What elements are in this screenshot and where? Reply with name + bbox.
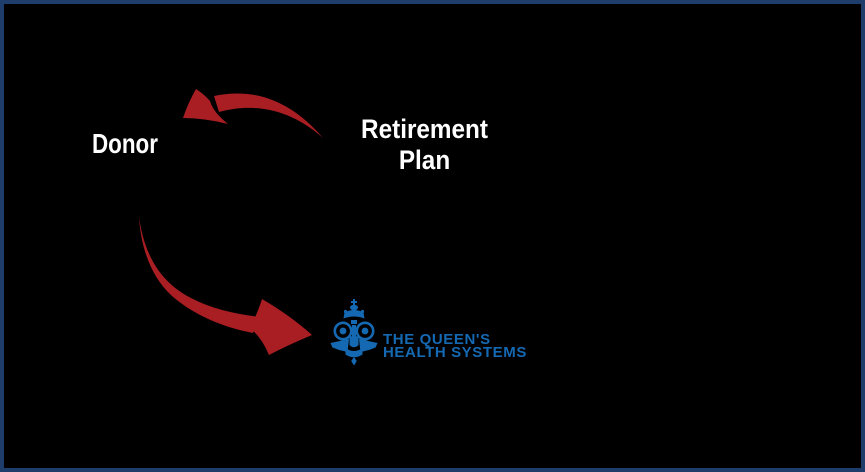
retirement-plan-line2: Plan [399, 145, 451, 175]
qhs-wordmark: THE QUEEN'S HEALTH SYSTEMS [383, 331, 527, 361]
queens-health-systems-crest-icon [330, 299, 378, 366]
qhs-wordmark-line2: HEALTH SYSTEMS [383, 344, 527, 361]
arrow-donor-to-qhs-icon [139, 217, 312, 355]
retirement-plan-line1: Retirement [361, 114, 489, 144]
qhs-logo: THE QUEEN'S HEALTH SYSTEMS [330, 299, 527, 369]
arrow-retirement-to-donor-icon [183, 89, 323, 138]
donor-node-label: Donor [92, 128, 174, 160]
donor-label-text: Donor [92, 128, 158, 159]
qhs-wordmark-line1: THE QUEEN'S [383, 331, 491, 348]
